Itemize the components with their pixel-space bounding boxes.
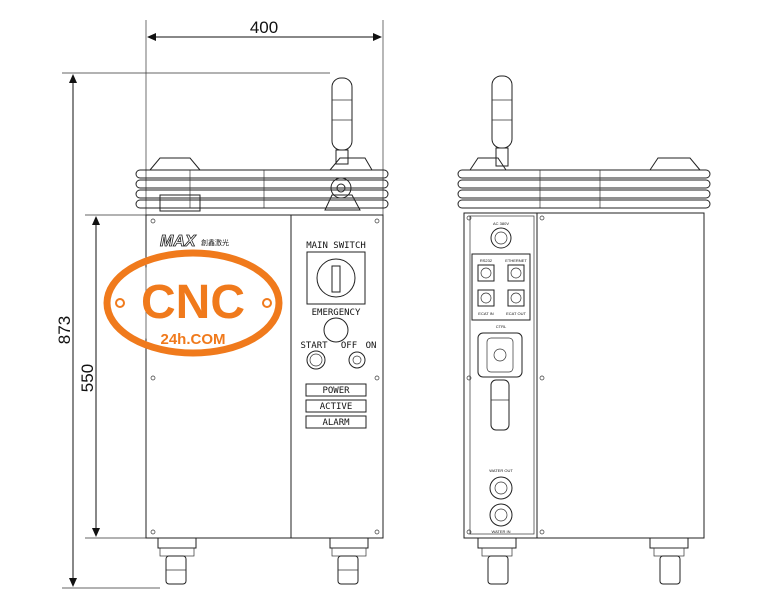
front-caster-right: [329, 537, 369, 585]
indicator-alarm: ALARM: [305, 415, 367, 429]
indicator-power: POWER: [305, 383, 367, 397]
emergency-label: EMERGENCY: [312, 308, 361, 318]
on-label: ON: [366, 341, 377, 351]
watermark-subtext: 24h.COM: [160, 331, 225, 348]
ecat-in-label: ECAT IN: [478, 311, 494, 316]
ac-label: AC 380V: [493, 221, 509, 226]
off-label: OFF: [341, 341, 357, 351]
side-caster-right: [649, 537, 689, 585]
dimension-width: 400: [145, 18, 384, 215]
main-switch[interactable]: [306, 251, 366, 305]
ecat-in-port[interactable]: [477, 289, 495, 307]
carry-handle: [135, 157, 389, 212]
ac-power-connector[interactable]: [490, 227, 512, 249]
dimension-height-total: 873: [55, 72, 330, 589]
side-caster-left: [477, 537, 517, 585]
water-in-label: WATER IN: [491, 529, 510, 534]
dimension-height-cabinet: 550: [78, 214, 146, 539]
ecat-out-port[interactable]: [507, 289, 525, 307]
height-cabinet-label: 550: [78, 364, 97, 392]
height-total-label: 873: [55, 316, 74, 344]
ctrl-label: CTRL: [496, 324, 507, 329]
start-button[interactable]: [306, 350, 326, 370]
rs232-port[interactable]: [477, 264, 495, 282]
ctrl-connector[interactable]: [477, 332, 523, 431]
ethernet-label: ETHERNET: [505, 258, 527, 263]
water-in-connector[interactable]: [489, 503, 513, 527]
main-switch-label: MAIN SWITCH: [306, 241, 366, 251]
water-out-connector[interactable]: [489, 476, 513, 500]
front-view: MAX 創鑫激光 MAIN SWITCH EMERGENCY START OFF…: [135, 77, 389, 585]
brand-logo-suffix: 創鑫激光: [201, 238, 229, 247]
emergency-stop-button[interactable]: [323, 317, 349, 343]
rs232-label: RS232: [480, 258, 493, 263]
svg-text:POWER: POWER: [322, 386, 350, 396]
front-caster-left: [157, 537, 197, 585]
ecat-out-label: ECAT OUT: [506, 311, 526, 316]
water-out-label: WATER OUT: [489, 468, 513, 473]
width-label: 400: [250, 18, 278, 37]
ethernet-port[interactable]: [507, 264, 525, 282]
front-cabinet: [145, 214, 384, 539]
indicator-active: ACTIVE: [305, 399, 367, 413]
key-switch[interactable]: [348, 351, 366, 369]
start-label: START: [300, 341, 328, 351]
brand-logo: MAX 創鑫激光: [160, 233, 229, 251]
side-cabinet: [463, 212, 705, 539]
comm-panel: [471, 253, 531, 321]
brand-logo-text: MAX: [160, 233, 197, 250]
watermark-text: CNC: [141, 276, 245, 329]
cnc-watermark: CNC 24h.COM: [103, 249, 283, 357]
side-view: AC 380V RS232 ETHERNET ECAT IN ECAT OUT …: [457, 75, 711, 585]
signal-tower: [331, 77, 353, 165]
svg-text:ALARM: ALARM: [322, 418, 350, 428]
side-signal-tower: [491, 75, 513, 167]
svg-text:ACTIVE: ACTIVE: [320, 402, 353, 412]
side-handle: [457, 157, 711, 209]
